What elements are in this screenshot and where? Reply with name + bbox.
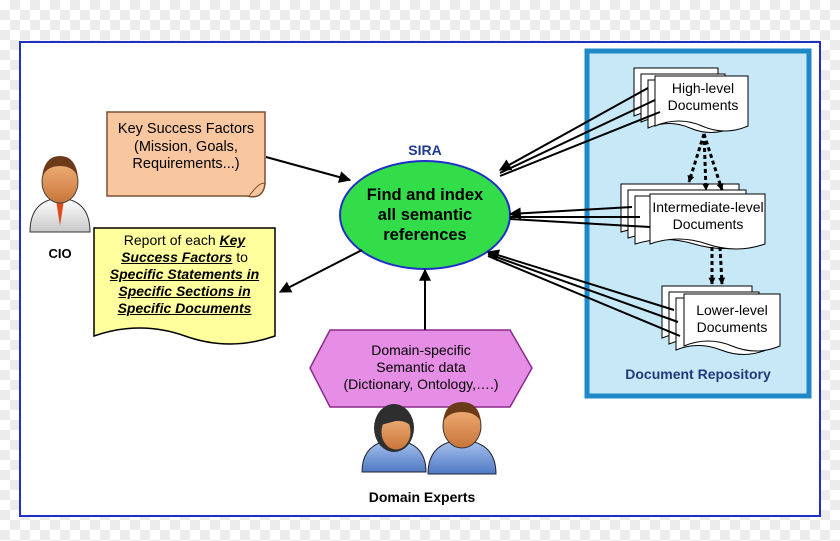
- sira-line-1: Find and index: [366, 186, 484, 204]
- sira-line-3: references: [383, 226, 467, 245]
- report-text: Report of each Key Success Factors to Sp…: [94, 232, 275, 317]
- sira-text: Find and index all semantic references: [345, 185, 505, 245]
- report-box: [93, 227, 276, 345]
- doc-level-dotted-arrows: [687, 133, 726, 285]
- lower-level-label: Lower-level Documents: [696, 302, 768, 336]
- domain-line-1: Domain-specific: [371, 342, 471, 358]
- arrow-mid-to-sira-3: [509, 218, 651, 228]
- ksf-text: Key Success Factors (Mission, Goals, Req…: [110, 121, 262, 174]
- sira-label: SIRA: [408, 142, 442, 158]
- arrow-high-to-sira-1: [498, 87, 649, 171]
- document-repository-label: Document Repository: [625, 366, 771, 382]
- cio-label: CIO: [48, 246, 72, 261]
- flow-arrows: [265, 87, 681, 337]
- domain-line-3: (Dictionary, Ontology,….): [343, 376, 499, 393]
- expert-woman-icon: [361, 404, 427, 473]
- ksf-line-2: (Mission, Goals,: [134, 138, 238, 155]
- report-line-1: Report of each Key: [123, 232, 246, 248]
- arrow-mid-to-sira-1: [508, 206, 633, 220]
- arrow-low-to-sira-3: [487, 255, 681, 337]
- high-level-label: High-level Documents: [667, 80, 739, 114]
- report-line-5: Specific Documents: [117, 300, 252, 317]
- arrow-low-to-sira-1: [486, 249, 675, 311]
- domain-data-text: Domain-specific Semantic data (Dictionar…: [320, 342, 522, 393]
- lower-level-documents-stack: [661, 285, 781, 355]
- ksf-line-1: Key Success Factors: [117, 121, 255, 137]
- intermediate-level-documents-stack: [620, 183, 766, 250]
- arrow-high-to-sira-2: [499, 99, 656, 174]
- report-line-2: Success Factors to: [121, 249, 248, 266]
- domain-data-hexagon: [309, 329, 533, 408]
- report-line-4: Specific Sections in: [118, 283, 251, 300]
- arrow-high-to-sira-3: [499, 111, 661, 177]
- domain-line-2: Semantic data: [376, 359, 466, 376]
- domain-experts-label: Domain Experts: [368, 489, 476, 505]
- sira-line-2: all semantic: [377, 206, 473, 225]
- arrow-low-to-sira-2: [487, 253, 679, 323]
- key-success-factors-box: [106, 111, 266, 198]
- expert-man-icon: [427, 402, 497, 475]
- high-level-documents-stack: [633, 67, 749, 133]
- arrow-ksf-to-sira: [265, 156, 352, 183]
- cio-person-icon: [29, 156, 91, 233]
- report-line-3: Specific Statements in: [109, 266, 260, 283]
- ksf-line-3: Requirements...): [132, 156, 240, 173]
- arrow-sira-to-report: [278, 249, 363, 293]
- intermediate-level-label: Intermediate-level Documents: [652, 199, 764, 233]
